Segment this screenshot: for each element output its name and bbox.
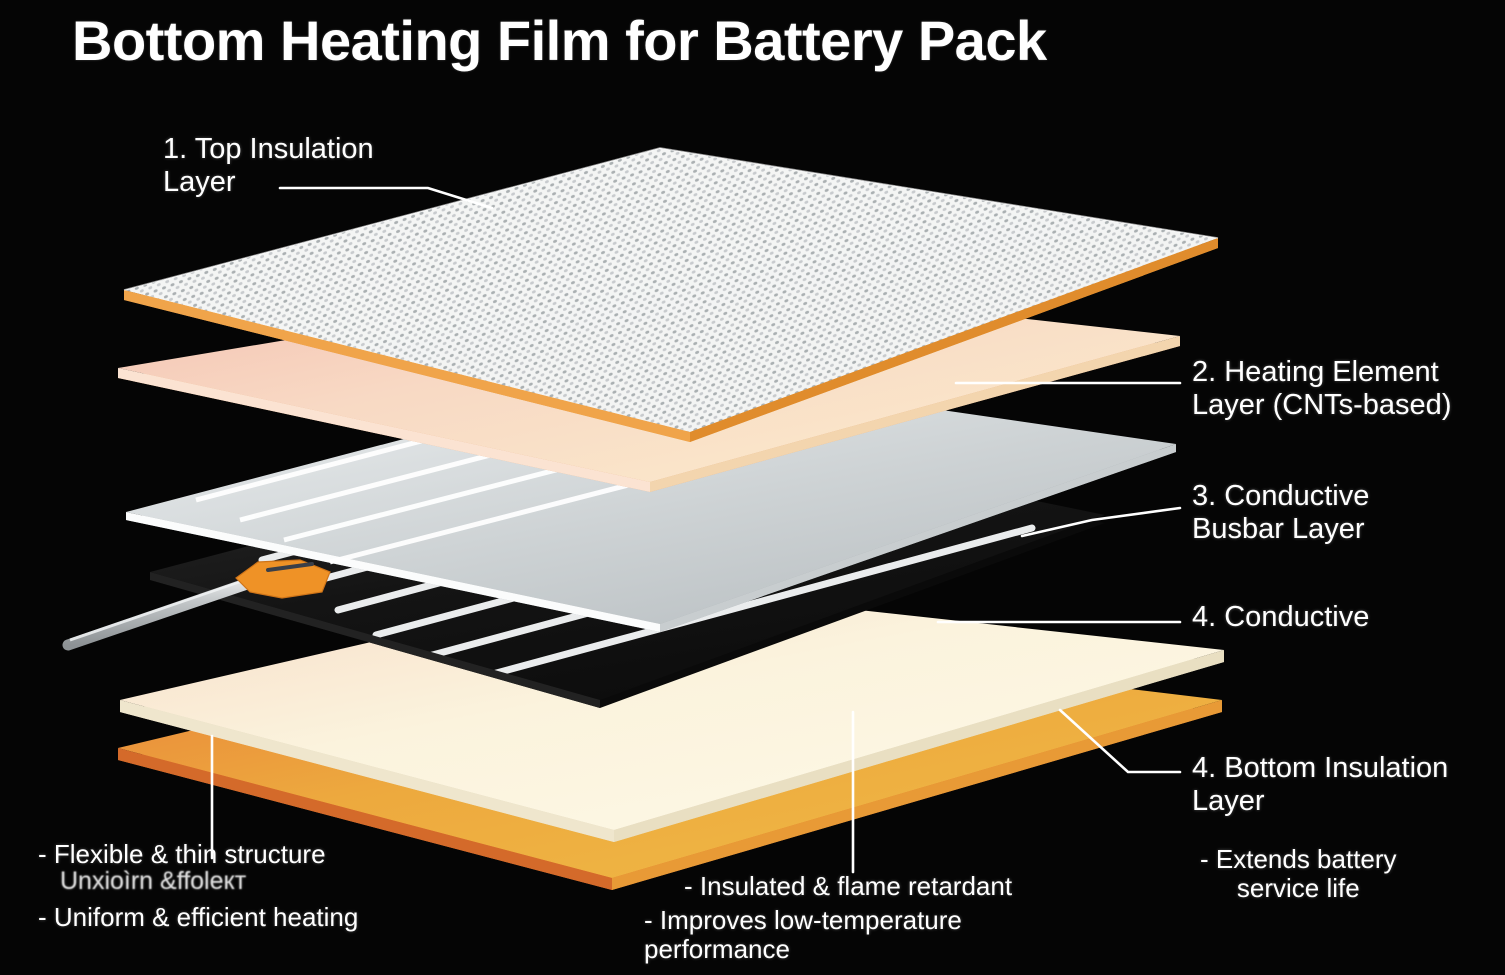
leader-bottom-insulation <box>1058 708 1182 774</box>
orange-connector-tab <box>235 559 331 599</box>
bullet-uniform-heating: - Uniform & efficient heating <box>38 902 359 932</box>
label-top-insulation: 1. Top Insulation Layer <box>163 133 374 198</box>
leader-busbar <box>1020 506 1182 538</box>
leader-top-insulation <box>278 186 494 210</box>
connector-assembly <box>62 559 331 651</box>
label-heating-element: 2. Heating Element Layer (CNTs-based) <box>1192 356 1452 421</box>
bullet-insulated-flame: - Insulated & flame retardant <box>684 871 1013 901</box>
bullet-extends-life: - Extends battery service life <box>1200 844 1397 904</box>
page-title: Bottom Heating Film for Battery Pack <box>72 9 1047 72</box>
label-conductive: 4. Conductive <box>1192 601 1370 633</box>
label-bottom-insulation: 4. Bottom Insulation Layer <box>1192 752 1449 817</box>
label-busbar: 3. Conductive Busbar Layer <box>1192 480 1370 545</box>
leader-lines <box>210 186 1182 874</box>
bullet-artifact-text: Unxioìrn &ffоlект <box>60 867 247 895</box>
bullet-low-temperature: - Improves low-temperature performance <box>644 905 962 965</box>
bullet-flexible-thin: - Flexible & thin structure <box>38 839 326 869</box>
layer-busbar <box>126 365 1176 632</box>
